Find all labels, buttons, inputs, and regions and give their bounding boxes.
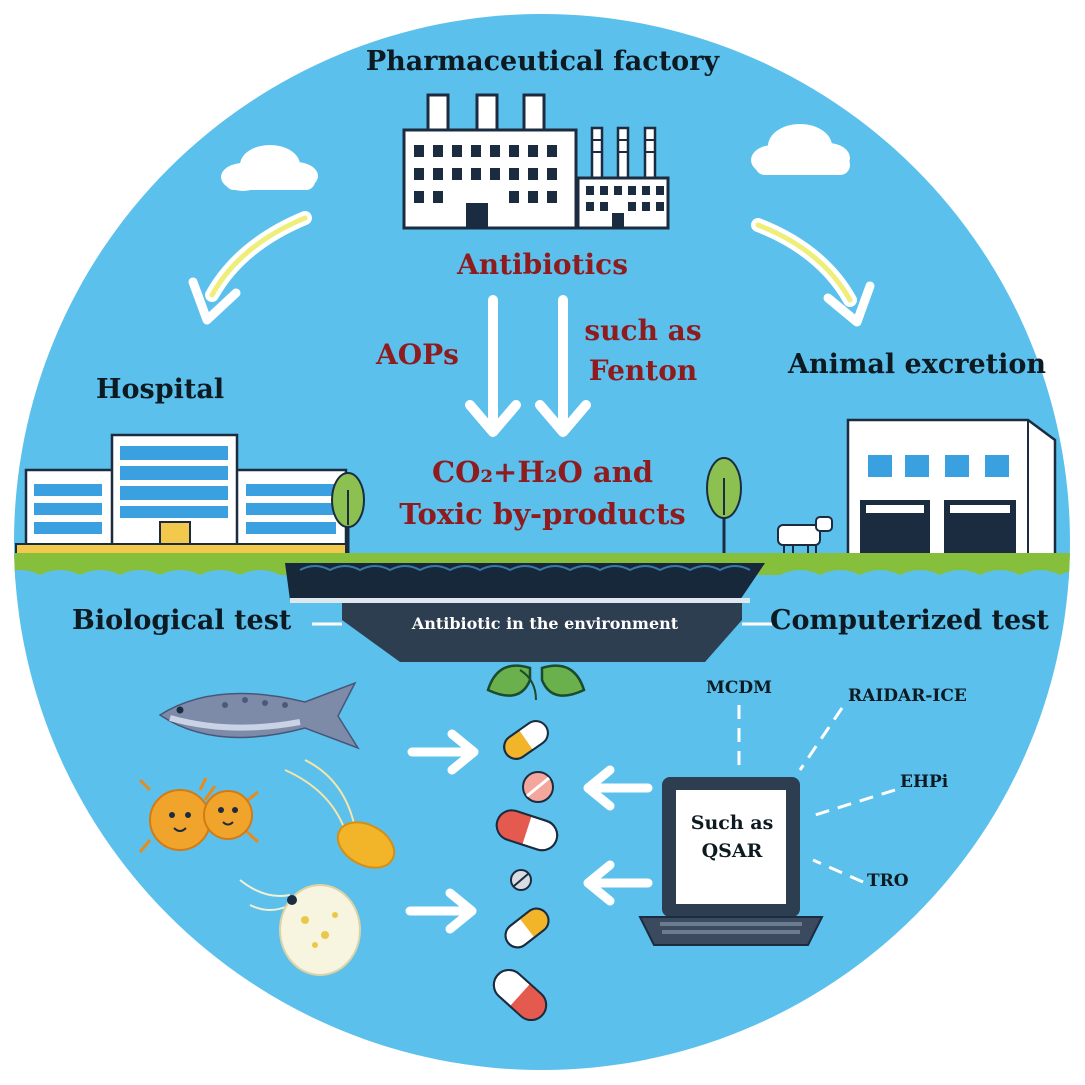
pill-small-tablet-icon <box>510 869 532 891</box>
arrow-bio-upper <box>407 729 479 775</box>
fenton-label: Fenton <box>588 354 698 387</box>
factory-icon <box>402 93 670 230</box>
method-tro-label: TRO <box>867 871 909 891</box>
method-ehpi-label: EHPi <box>900 772 949 792</box>
pill-capsule-icon <box>503 720 549 760</box>
pill-tablet-icon <box>522 771 554 803</box>
tree-right-icon <box>706 457 742 555</box>
cloud-right-icon <box>751 124 850 175</box>
arrow-factory-to-animal <box>751 218 875 327</box>
biological-test-label: Biological test <box>72 605 292 636</box>
tree-left-icon <box>331 472 365 555</box>
aops-label: AOPs <box>376 338 459 371</box>
computerized-test-label: Computerized test <box>770 605 1049 636</box>
water-basin <box>285 563 772 662</box>
factory-label: Pharmaceutical factory <box>365 46 720 77</box>
arrow-factory-to-hospital <box>188 211 312 325</box>
barn-icon <box>846 418 1057 557</box>
method-connectors <box>737 705 896 884</box>
protozoa-icon <box>284 759 396 869</box>
pill-capsule-bottom-icon <box>492 968 548 1022</box>
screen-qsar-label: QSAR <box>701 840 763 862</box>
hospital-icon <box>15 433 348 557</box>
screen-such-as-label: Such as <box>690 812 774 834</box>
method-raidar-ice-label: RAIDAR-ICE <box>848 686 967 706</box>
pill-capsule-yellow-icon <box>504 907 550 949</box>
sprout-icon <box>486 664 586 701</box>
arrow-bio-lower <box>405 888 477 934</box>
animal-excretion-label: Animal excretion <box>788 349 1047 380</box>
pill-capsule-red-icon <box>495 809 559 852</box>
antibiotics-label: Antibiotics <box>457 248 628 281</box>
method-mcdm-label: MCDM <box>706 678 772 698</box>
cloud-left-icon <box>221 145 318 191</box>
arrow-comp-lower <box>583 860 653 906</box>
arrow-fenton-down <box>535 295 591 437</box>
products-label-line2: Toxic by-products <box>399 497 686 531</box>
laptop-icon <box>638 777 824 946</box>
arrow-comp-upper <box>583 765 653 811</box>
products-label-line1: CO₂+H₂O and <box>432 455 653 489</box>
arrow-aops-down <box>465 295 521 437</box>
hospital-label: Hospital <box>96 374 225 405</box>
daphnia-icon <box>239 879 361 976</box>
environment-label: Antibiotic in the environment <box>411 614 679 633</box>
sky-disc <box>14 14 1070 1070</box>
such-as-label: such as <box>584 314 702 347</box>
fish-icon <box>158 681 360 750</box>
grass-scallops <box>14 570 1070 580</box>
bacteria-icon <box>138 777 260 853</box>
